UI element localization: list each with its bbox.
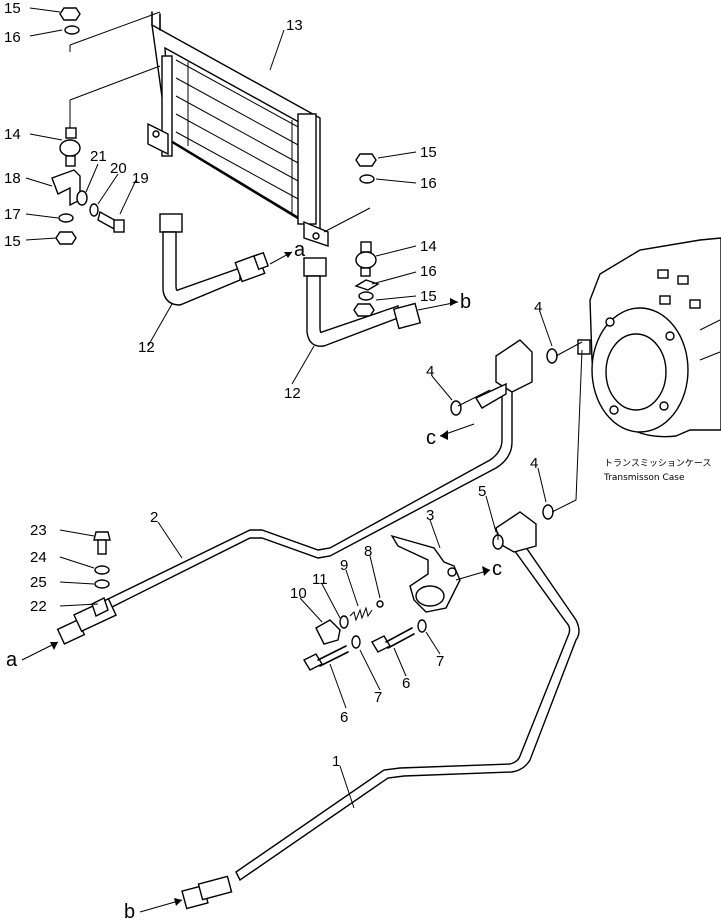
callout-4: 4	[426, 363, 434, 380]
callout-6: 6	[402, 675, 410, 692]
transmission-case	[577, 237, 721, 438]
callout-12: 12	[138, 339, 155, 356]
callout-24: 24	[30, 549, 47, 566]
connection-c: c	[492, 558, 502, 580]
callout-17: 17	[4, 206, 21, 223]
callout-12: 12	[284, 385, 301, 402]
callout-numbers: 15 16 13 14 21 20 19 18 17 15 15 16 14 1…	[4, 0, 542, 770]
callout-15: 15	[4, 0, 21, 17]
connection-b: b	[124, 901, 135, 921]
callout-16: 16	[420, 263, 437, 280]
callout-15: 15	[420, 144, 437, 161]
callout-2: 2	[150, 509, 158, 526]
callout-7: 7	[374, 689, 382, 706]
callout-leaders	[25, 7, 553, 809]
valve-block	[303, 348, 558, 671]
connection-letters: a b c c a b	[6, 239, 502, 921]
transmission-caption: トランスミッションケース Transmisson Case	[603, 458, 711, 483]
callout-14: 14	[4, 126, 21, 143]
tube-2	[56, 339, 533, 645]
hose-12-right	[303, 257, 422, 347]
callout-1: 1	[332, 753, 340, 770]
connection-c: c	[426, 427, 436, 449]
leader-lines	[69, 11, 371, 233]
connection-b: b	[460, 291, 471, 313]
callout-5: 5	[478, 483, 486, 500]
mount-parts-left	[51, 7, 125, 245]
callout-15: 15	[4, 233, 21, 250]
callout-25: 25	[30, 574, 47, 591]
callout-14: 14	[420, 238, 437, 255]
callout-4: 4	[534, 299, 542, 316]
hose-12-left	[159, 213, 269, 306]
oil-cooler	[147, 11, 329, 247]
callout-10: 10	[290, 585, 307, 602]
connection-lines	[457, 341, 583, 540]
callout-6: 6	[340, 709, 348, 726]
tube-1	[181, 511, 580, 910]
transmission-label-jp: トランスミッションケース	[604, 458, 711, 469]
callout-13: 13	[286, 17, 303, 34]
connection-a: a	[6, 649, 18, 671]
callout-16: 16	[420, 175, 437, 192]
callout-11: 11	[312, 571, 328, 588]
callout-23: 23	[30, 522, 47, 539]
callout-8: 8	[364, 543, 372, 560]
callout-4: 4	[530, 455, 538, 472]
callout-9: 9	[340, 557, 348, 574]
clamp-parts	[93, 531, 111, 589]
connection-a: a	[294, 239, 306, 261]
callout-20: 20	[110, 160, 127, 177]
callout-22: 22	[30, 598, 47, 615]
callout-19: 19	[132, 170, 149, 187]
callout-7: 7	[436, 653, 444, 670]
connection-arrows	[21, 251, 491, 913]
callout-3: 3	[426, 507, 434, 524]
mount-parts-right	[353, 153, 380, 317]
callout-18: 18	[4, 170, 21, 187]
callout-16: 16	[4, 29, 21, 46]
callout-15: 15	[420, 288, 437, 305]
transmission-label-en: Transmisson Case	[603, 473, 685, 483]
callout-21: 21	[90, 148, 107, 165]
